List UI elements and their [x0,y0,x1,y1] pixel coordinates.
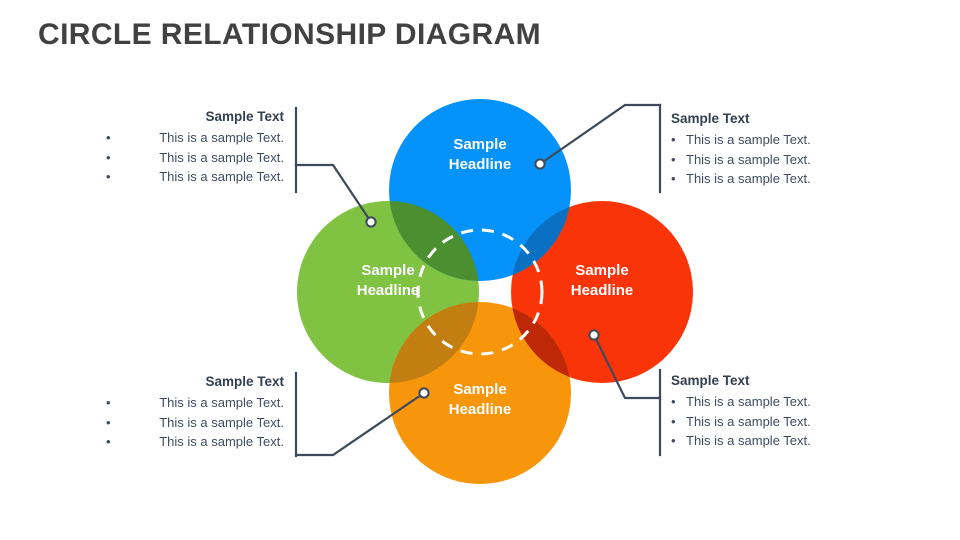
center-dashed-ring [416,228,544,356]
connector-dot-bottom-left[interactable] [418,387,430,399]
list-item: • This is a sample Text. [106,148,284,168]
callout-top-left: Sample Text • This is a sample Text. • T… [106,108,284,187]
callout-bottom-left-list: • This is a sample Text. • This is a sam… [106,393,284,452]
bullet-glyph: • [671,151,676,167]
connector-dot-top-right[interactable] [534,158,546,170]
connector-top-right [538,103,662,166]
callout-top-right: Sample Text • This is a sample Text. • T… [671,110,871,189]
list-item: • This is a sample Text. [106,393,284,413]
list-item-text: This is a sample Text. [686,413,811,429]
connector-bottom-left [294,391,426,457]
page-title: CIRCLE RELATIONSHIP DIAGRAM [38,18,542,51]
bullet-glyph: • [671,394,676,409]
callout-bottom-right-heading: Sample Text [671,373,750,388]
bullet-glyph: • [671,171,676,186]
list-item-text: This is a sample Text. [159,169,284,184]
bullet-glyph: • [106,130,111,145]
list-item-text: This is a sample Text. [686,433,811,448]
list-item-text: This is a sample Text. [159,434,284,449]
bullet-glyph: • [671,433,676,448]
connector-top-left [294,163,373,224]
list-item: • This is a sample Text. [671,130,871,150]
list-item-text: This is a sample Text. [159,130,284,145]
callout-top-right-heading: Sample Text [671,111,750,126]
callout-top-left-heading: Sample Text [205,109,284,124]
list-item-text: This is a sample Text. [159,414,284,430]
list-item: • This is a sample Text. [106,432,284,452]
callout-bottom-left-heading: Sample Text [205,374,284,389]
list-item: • This is a sample Text. [671,392,871,412]
callout-top-right-list: • This is a sample Text. • This is a sam… [671,130,871,189]
list-item: • This is a sample Text. [106,413,284,433]
list-item: • This is a sample Text. [671,431,871,451]
circle-red[interactable] [511,201,693,383]
list-item-text: This is a sample Text. [686,151,811,167]
list-item-text: This is a sample Text. [686,132,811,147]
list-item: • This is a sample Text. [671,412,871,432]
callout-top-left-list: • This is a sample Text. • This is a sam… [106,128,284,187]
list-item-text: This is a sample Text. [686,394,811,409]
bullet-glyph: • [106,395,111,410]
callout-bottom-left: Sample Text • This is a sample Text. • T… [106,373,284,452]
bullet-glyph: • [671,413,676,429]
bullet-glyph: • [106,414,111,430]
list-item-text: This is a sample Text. [159,149,284,165]
connector-bottom-right [592,333,662,400]
list-item: • This is a sample Text. [106,128,284,148]
connector-dot-bottom-right[interactable] [588,329,600,341]
connector-dot-top-left[interactable] [365,216,377,228]
list-item-text: This is a sample Text. [159,395,284,410]
bullet-glyph: • [106,169,111,184]
list-item-text: This is a sample Text. [686,171,811,186]
bullet-glyph: • [106,149,111,165]
venn-base-circles [297,99,693,484]
bullet-glyph: • [671,132,676,147]
list-item: • This is a sample Text. [671,150,871,170]
callout-bottom-right: Sample Text • This is a sample Text. • T… [671,372,871,451]
list-item: • This is a sample Text. [106,167,284,187]
list-item: • This is a sample Text. [671,169,871,189]
bullet-glyph: • [106,434,111,449]
callout-bottom-right-list: • This is a sample Text. • This is a sam… [671,392,871,451]
